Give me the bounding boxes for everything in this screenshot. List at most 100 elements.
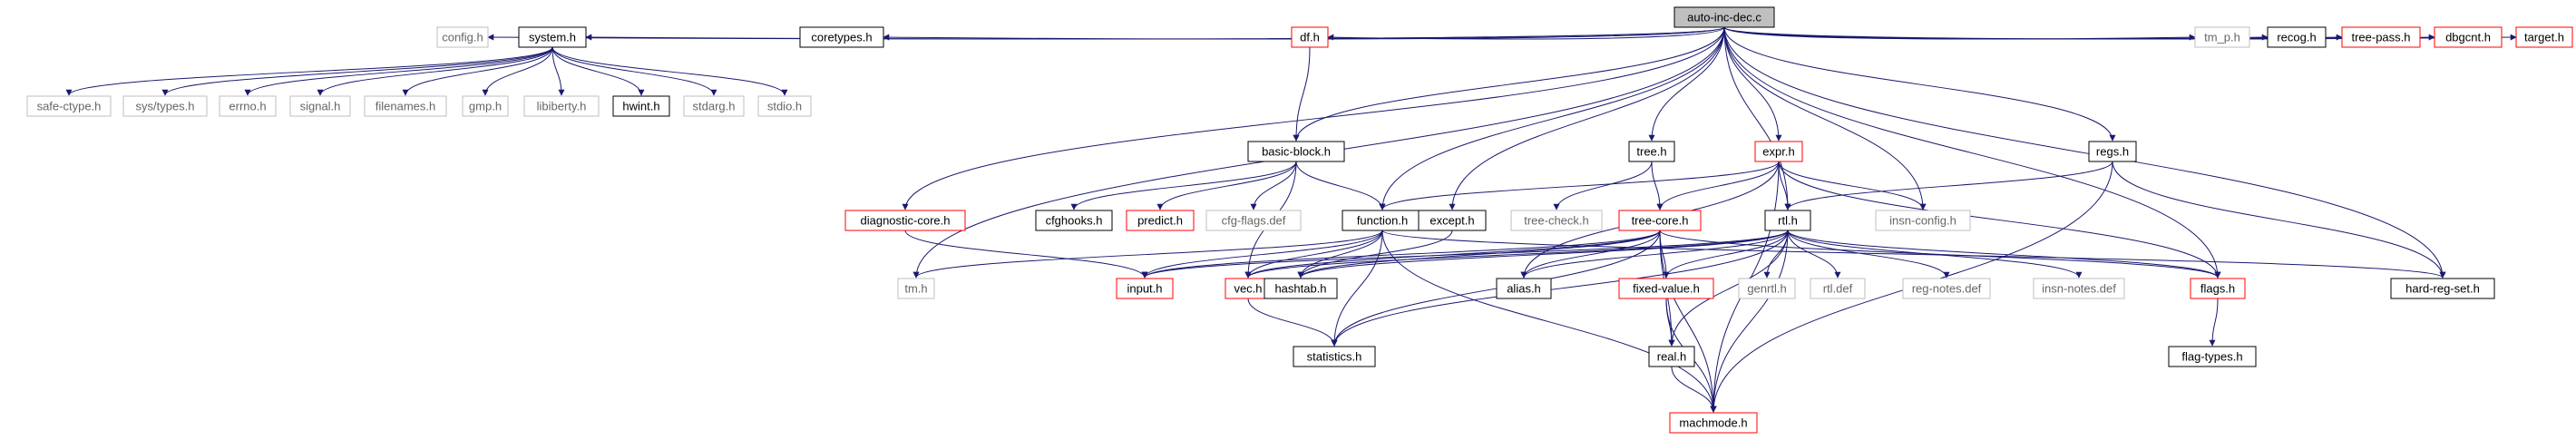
node-machmode[interactable]: machmode.h [1669,412,1758,434]
node-label: vec.h [1234,282,1262,296]
node-gmp: gmp.h [462,95,509,117]
node-box [1418,210,1487,231]
node-box [1618,278,1714,299]
node-insn-config: insn-config.h [1875,210,1971,231]
node-statistics[interactable]: statistics.h [1293,346,1376,367]
node-box [1875,210,1971,231]
node-tree-check: tree-check.h [1510,210,1603,231]
edge-regs-to-hard-reg-set [2112,161,2446,279]
node-diagnostic-core[interactable]: diagnostic-core.h [844,210,966,231]
node-box [1291,26,1329,48]
node-tree-core[interactable]: tree-core.h [1618,210,1702,231]
node-hwint[interactable]: hwint.h [612,95,670,117]
node-tree[interactable]: tree.h [1628,141,1675,162]
node-errno: errno.h [219,95,277,117]
node-auto-inc-dec[interactable]: auto-inc-dec.c [1673,6,1775,28]
node-box [2168,346,2257,367]
node-recog[interactable]: recog.h [2267,26,2327,48]
node-label: flag-types.h [2181,350,2242,364]
edge-basic-block-to-function [1295,161,1386,210]
node-label: except.h [1429,214,1474,228]
edge-tree-core-to-alias [1520,230,1661,279]
edge-system-to-hwint [551,46,645,96]
node-box [1902,278,1991,299]
edge-system-to-gmp [482,46,553,96]
node-basic-block[interactable]: basic-block.h [1247,141,1345,162]
edge-system-to-stdio [551,46,788,96]
node-box [2190,278,2246,299]
node-regs[interactable]: regs.h [2088,141,2137,162]
node-label: machmode.h [1679,416,1747,430]
node-box [1510,210,1603,231]
node-hashtab[interactable]: hashtab.h [1264,278,1338,299]
edge-rtl-to-rtl-def [1787,230,1841,279]
node-tree-pass[interactable]: tree-pass.h [2341,26,2421,48]
node-fixed-value[interactable]: fixed-value.h [1618,278,1714,299]
node-label: hwint.h [622,100,659,113]
node-label: filenames.h [376,100,435,113]
edge-flags-to-flag-types [2209,298,2219,347]
node-flags[interactable]: flags.h [2190,278,2246,299]
edge-rtl-to-reg-notes [1787,230,1950,279]
node-tm_p: tm_p.h [2194,26,2250,48]
edge-rtl-to-statistics [1331,230,1789,347]
node-cfghooks[interactable]: cfghooks.h [1035,210,1113,231]
node-box [1247,141,1345,162]
node-box [1764,210,1811,231]
edge-regs-to-rtl [1784,161,2113,210]
node-coretypes[interactable]: coretypes.h [799,26,884,48]
node-label: fixed-value.h [1633,282,1700,296]
edge-auto-inc-dec-to-function [1379,26,1725,210]
node-label: tm.h [904,282,927,296]
node-real[interactable]: real.h [1648,346,1695,367]
edge-expr-to-tree-core [1656,161,1780,210]
node-box [219,95,277,117]
node-except[interactable]: except.h [1418,210,1487,231]
node-box [518,26,587,48]
node-flag-types[interactable]: flag-types.h [2168,346,2257,367]
edge-rtl-to-hashtab [1297,230,1789,279]
node-box [2434,26,2503,48]
node-cfg-flags: cfg-flags.def [1205,210,1302,231]
edge-basic-block-to-cfg-flags [1250,161,1297,210]
node-function[interactable]: function.h [1342,210,1423,231]
edge-system-to-errno [244,46,553,96]
node-alias[interactable]: alias.h [1496,278,1552,299]
node-stdarg: stdarg.h [683,95,745,117]
node-label: tm_p.h [2204,31,2240,44]
node-box [683,95,745,117]
node-system[interactable]: system.h [518,26,587,48]
node-hard-reg-set[interactable]: hard-reg-set.h [2390,278,2495,299]
edge-auto-inc-dec-to-tm_p [1723,26,2196,41]
node-rtl[interactable]: rtl.h [1764,210,1811,231]
node-box [1738,278,1796,299]
node-stdio: stdio.h [757,95,812,117]
node-dbgcnt[interactable]: dbgcnt.h [2434,26,2503,48]
edge-expr-to-insn-config [1778,161,1927,210]
node-label: hard-reg-set.h [2405,282,2480,296]
edges-layer [65,26,2517,413]
node-target[interactable]: target.h [2515,26,2573,48]
edge-auto-inc-dec-to-rtl [1723,26,1791,210]
node-input[interactable]: input.h [1116,278,1174,299]
edge-expr-to-function [1379,161,1780,210]
edge-auto-inc-dec-to-tree [1648,26,1725,142]
node-label: tree-check.h [1524,214,1589,228]
node-box [26,95,112,117]
node-sys-types: sys/types.h [122,95,208,117]
node-df[interactable]: df.h [1291,26,1329,48]
edge-system-to-signal [317,46,553,96]
node-vec[interactable]: vec.h [1225,278,1272,299]
node-box [1648,346,1695,367]
edge-real-to-machmode [1671,366,1717,413]
node-label: insn-config.h [1889,214,1956,228]
node-expr[interactable]: expr.h [1754,141,1803,162]
node-label: cfg-flags.def [1222,214,1286,228]
edge-tree-core-to-input [1141,230,1661,279]
node-predict[interactable]: predict.h [1126,210,1195,231]
node-box [1810,278,1866,299]
edge-auto-inc-dec-to-diagnostic-core [902,26,1725,210]
node-label: reg-notes.def [1912,282,1982,296]
node-label: libiberty.h [537,100,587,113]
node-box [1618,210,1702,231]
